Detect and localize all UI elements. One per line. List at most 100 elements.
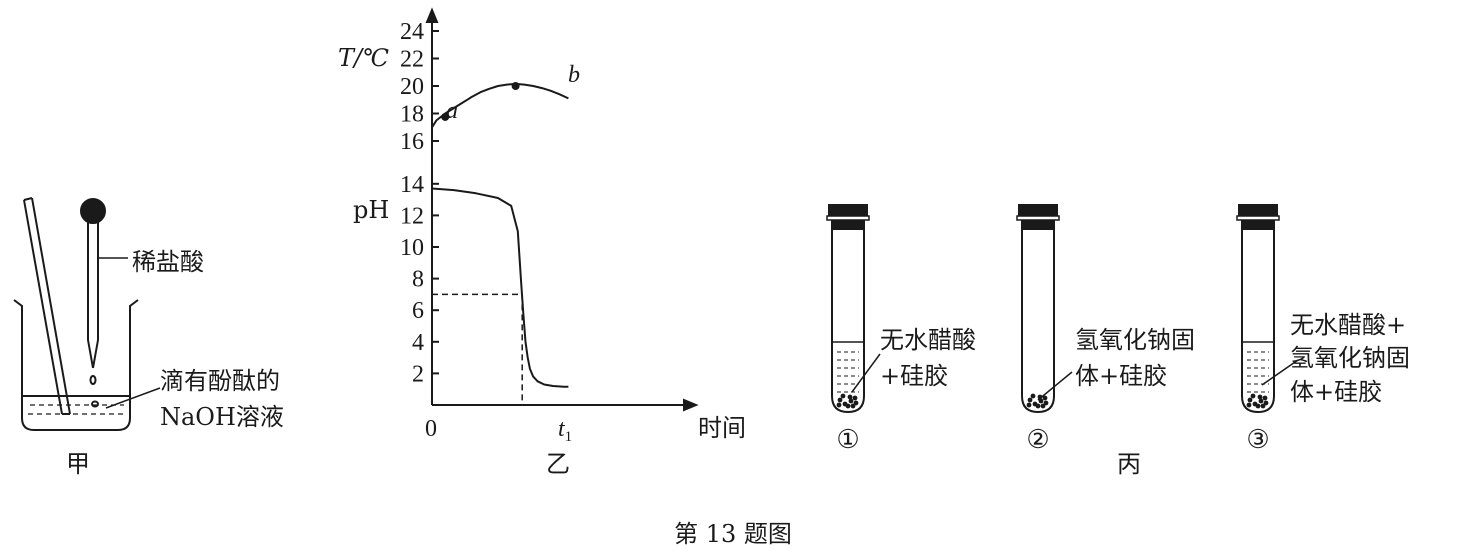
chart-caption: 乙 (546, 450, 570, 478)
t1-label-text: t (558, 416, 566, 442)
silica-gel-grain (1247, 397, 1253, 403)
solution-label-line1: 滴有酚酞的 (160, 367, 280, 395)
tick-label-ph-12: 12 (400, 203, 424, 229)
tube-stopper (831, 220, 865, 230)
solution-leader (105, 387, 161, 409)
t1-label: t1 (558, 416, 572, 445)
test-tube-1: 无水醋酸+硅胶① (826, 204, 976, 455)
tick-label-ph-6: 6 (412, 298, 424, 324)
tube-body (1241, 230, 1275, 414)
tick-label-t-18: 18 (400, 102, 424, 128)
y-upper-label: T/℃ (338, 44, 389, 72)
point-b-label: b (568, 62, 580, 88)
chart-axes (425, 7, 699, 412)
tick-label-ph-10: 10 (400, 235, 424, 261)
silica-gel-grain (1257, 394, 1263, 400)
tube-cap (1238, 204, 1278, 216)
silica-gel-grain (1258, 398, 1264, 404)
tick-label-t-16: 16 (400, 129, 424, 155)
tubes-caption: 丙 (1117, 450, 1141, 478)
tube-label-line: 体+硅胶 (1075, 362, 1167, 390)
tube-cap-rim (1236, 215, 1280, 221)
temperature-curve (431, 82, 569, 128)
tick-label-t-24: 24 (400, 19, 424, 45)
dropper-label: 稀盐酸 (132, 248, 204, 276)
liquid-dashes (28, 404, 126, 415)
figure-caption: 第 13 题图 (674, 520, 792, 548)
tube-cap (828, 204, 868, 216)
tick-label-ph-8: 8 (412, 267, 424, 293)
beaker-outline (13, 299, 139, 431)
dropper (87, 219, 99, 369)
falling-drop (89, 375, 97, 385)
silica-gel-grain (1260, 403, 1266, 409)
solution-label-line2: NaOH溶液 (160, 403, 284, 431)
silica-gel-grain (850, 403, 856, 409)
silica-gel-grain (837, 397, 843, 403)
tube-number: ② (1026, 425, 1049, 455)
tick-label-t-20: 20 (400, 74, 424, 100)
point-b (511, 82, 520, 90)
y-upper-label-text: T/℃ (338, 44, 389, 72)
dropper-bulb (80, 198, 106, 224)
tube-cap (1018, 204, 1058, 216)
tube-cap-rim (1016, 215, 1060, 221)
tube-label-line: 氢氧化钠固 (1290, 344, 1410, 372)
y-axis-arrow (425, 7, 439, 23)
tube-stopper (1021, 220, 1055, 230)
drop-in-liquid (91, 400, 99, 408)
silica-gel-grain (1250, 393, 1256, 399)
tube-leader (851, 353, 881, 393)
tube-label-line: 氢氧化钠固 (1075, 326, 1195, 354)
silica-gel-grain (1262, 395, 1268, 401)
silica-gel-grain (1040, 403, 1046, 409)
silica-gel-grain (1030, 393, 1036, 399)
tube-leader (1037, 371, 1073, 401)
silica-gel-grain (845, 403, 851, 409)
chart-curves (431, 82, 569, 405)
silica-gel-grain (848, 398, 854, 404)
silica-gel-grain (1043, 400, 1049, 406)
tube-label-line: +硅胶 (880, 362, 948, 390)
silica-gel-grain (852, 395, 858, 401)
tick-label-ph-4: 4 (412, 330, 424, 356)
tube-leader (1261, 359, 1299, 386)
beaker-caption: 甲 (66, 450, 90, 478)
silica-gel-grain (1042, 395, 1048, 401)
glass-rod (23, 197, 71, 415)
t1-label-sub: 1 (565, 429, 573, 445)
origin-label: 0 (425, 416, 437, 442)
tube-stopper (1241, 220, 1275, 230)
silica-gel-grain (1035, 403, 1041, 409)
tick-label-t-22: 22 (400, 47, 424, 73)
tube-label-line: 无水醋酸 (880, 326, 976, 354)
silica-gel-grain (1038, 398, 1044, 404)
beaker-diagram (13, 197, 161, 431)
silica-gel-grain (1026, 402, 1032, 408)
point-a (441, 112, 450, 121)
silica-gel-grain (847, 394, 853, 400)
tube-cap-rim (826, 215, 870, 221)
tube-body (831, 230, 865, 414)
silica-gel-grain (1027, 397, 1033, 403)
tube-label-line: 体+硅胶 (1290, 378, 1382, 406)
silica-gel-grain (853, 400, 859, 406)
silica-gel-grain (1255, 403, 1261, 409)
tube-label-line: 无水醋酸+ (1290, 311, 1406, 339)
x-axis-arrow (683, 398, 699, 412)
tube-number: ③ (1246, 425, 1269, 455)
silica-gel-grain (836, 402, 842, 408)
tube-body (1021, 230, 1055, 414)
silica-gel-grain (840, 393, 846, 399)
y-lower-label: pH (353, 196, 389, 224)
silica-gel-grain (1246, 402, 1252, 408)
point-a-label: a (446, 98, 458, 124)
ph-curve (431, 187, 569, 388)
tick-label-ph-2: 2 (412, 361, 424, 387)
